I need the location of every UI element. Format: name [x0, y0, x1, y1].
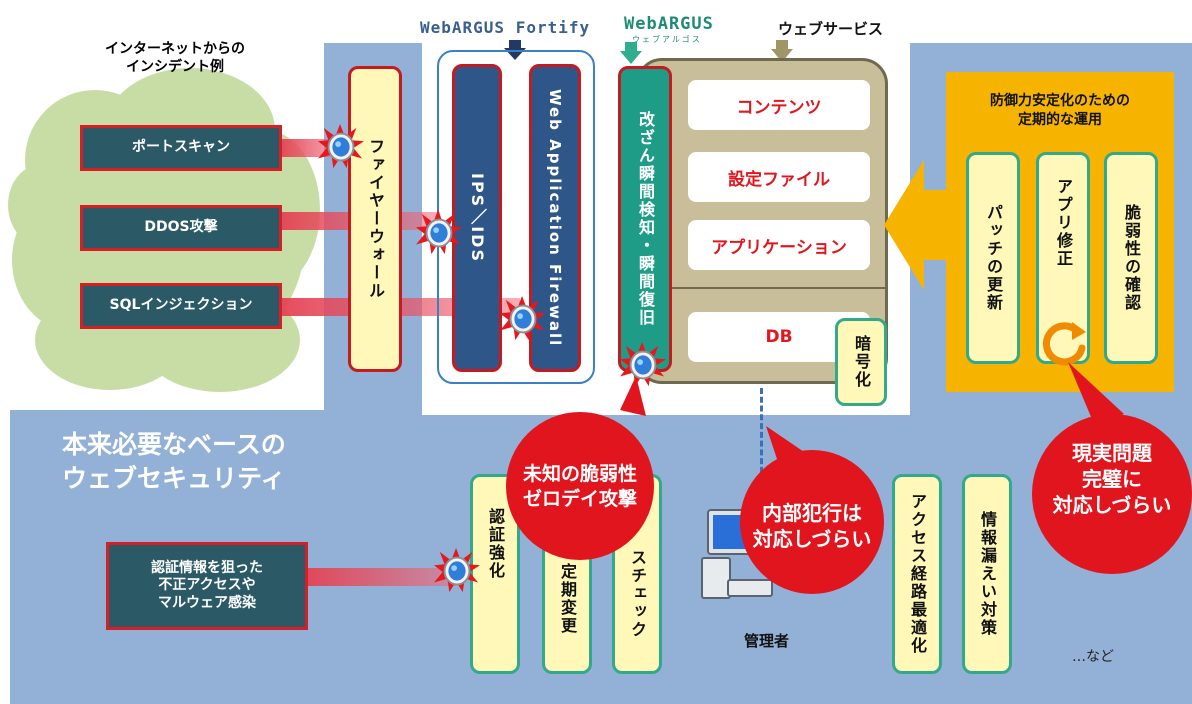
ips-ids-wall: IPS／IDS [452, 64, 502, 372]
shield-icon [620, 342, 666, 388]
webargus-logo: WebARGUS [624, 14, 714, 34]
shield-icon [434, 548, 480, 594]
admin-connection-line [760, 388, 763, 508]
computer-icon [701, 509, 773, 599]
attack-ddos: DDOS攻撃 [80, 205, 282, 251]
tamper-detect-wall: 改ざん瞬間検知・瞬間復旧 [618, 66, 672, 372]
ips-ids-label: IPS／IDS [468, 173, 487, 263]
cycle-icon [1043, 322, 1086, 366]
service-contents: コンテンツ [688, 80, 870, 130]
etc-label: …など [1072, 649, 1114, 665]
shield-icon [416, 210, 462, 256]
encryption-label: 暗号化 [852, 335, 871, 389]
base-security-title: 本来必要なベースの ウェブセキュリティ [62, 430, 286, 493]
op-vuln-check: 脆弱性の確認 [1104, 152, 1158, 364]
base-periodic-change-label: 定期変更 [558, 563, 577, 635]
tamper-detect-label: 改ざん瞬間検知・瞬間復旧 [636, 111, 655, 327]
admin-label: 管理者 [744, 632, 790, 650]
auth-attack-beam [306, 568, 456, 586]
op-vuln-check-label: 脆弱性の確認 [1122, 204, 1141, 312]
base-access-route: アクセス経路最適化 [892, 474, 942, 674]
base-auth-strengthen-label: 認証強化 [486, 508, 505, 580]
operations-arrow [884, 160, 950, 290]
zero-day-bubble-text: 未知の脆弱性 ゼロデイ攻撃 [522, 463, 637, 510]
op-patch-update-label: パッチの更新 [984, 204, 1003, 312]
service-application: アプリケーション [688, 220, 870, 270]
reality-bubble-shape [1032, 362, 1192, 574]
attack-sql-injection: SQLインジェクション [80, 283, 282, 329]
waf-wall: Web Application Firewall [529, 64, 581, 372]
reality-bubble-text: 現実問題 完璧に 対応しづらい [1052, 441, 1172, 517]
encryption-box: 暗号化 [835, 318, 887, 406]
service-down-arrow [771, 40, 793, 62]
web-service-label: ウェブサービス [778, 20, 884, 38]
base-leak-prevention-label: 情報漏えい対策 [978, 511, 997, 637]
incident-title: インターネットからの インシデント例 [105, 41, 245, 76]
zero-day-bubble-shape [506, 376, 654, 560]
webargus-down-arrow [620, 42, 642, 64]
insider-bubble-text: 内部犯行は 対応しづらい [752, 501, 872, 551]
webargus-fortify-logo: WebARGUS Fortify [420, 18, 591, 37]
op-patch-update: パッチの更新 [966, 152, 1020, 364]
base-access-route-label: アクセス経路最適化 [908, 493, 927, 655]
base-leak-prevention: 情報漏えい対策 [962, 474, 1012, 674]
firewall-label: ファイヤーウォール [366, 138, 385, 300]
shield-icon [500, 296, 546, 342]
attack-auth-malware: 認証情報を狙った 不正アクセスや マルウェア感染 [106, 542, 308, 630]
op-app-fix-label: アプリ修正 [1054, 178, 1073, 268]
webargus-subtitle: ウェブアルゴス [632, 35, 702, 44]
operations-title: 防御力安定化のための 定期的な運用 [990, 93, 1130, 128]
insider-bubble-shape [740, 426, 884, 594]
firewall-wall: ファイヤーウォール [348, 66, 402, 372]
waf-label: Web Application Firewall [546, 88, 564, 348]
shield-icon [318, 124, 364, 170]
service-divider [672, 287, 886, 289]
service-config-file: 設定ファイル [688, 152, 870, 202]
attack-port-scan: ポートスキャン [80, 125, 282, 171]
base-check-label: スチェック [628, 549, 647, 639]
